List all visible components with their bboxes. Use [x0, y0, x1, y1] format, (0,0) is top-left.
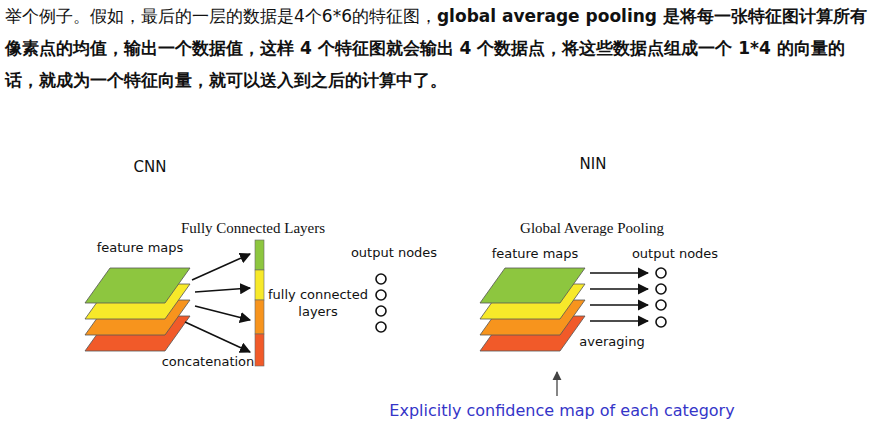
section-heading: Fully Connected Layers [181, 218, 325, 238]
output-node-circles [656, 268, 666, 327]
model-title: NIN [580, 154, 607, 174]
part-label: feature maps [492, 245, 579, 262]
part-label: concatenation [162, 353, 255, 370]
concatenation-bar [255, 240, 264, 366]
pointer-arrow [556, 372, 557, 396]
section-heading: Global Average Pooling [520, 218, 664, 238]
part-label: feature maps [97, 239, 184, 256]
annotation: Explicitly confidence map of each catego… [389, 400, 734, 421]
arrow-label: fully connected layers [266, 286, 370, 320]
model-title: CNN [134, 157, 167, 177]
part-label: averaging [579, 333, 644, 350]
feature-map-stack [480, 268, 585, 351]
part-label: output nodes [351, 244, 437, 261]
intro-text: 举个例子。假如，最后的一层的数据是4个6*6的特征图， [5, 6, 437, 26]
output-node-circles [376, 274, 386, 332]
intro-paragraph: 举个例子。假如，最后的一层的数据是4个6*6的特征图，global averag… [5, 0, 871, 96]
part-label: output nodes [632, 245, 718, 262]
feature-map-stack [85, 268, 190, 351]
averaging-arrows [590, 273, 648, 321]
